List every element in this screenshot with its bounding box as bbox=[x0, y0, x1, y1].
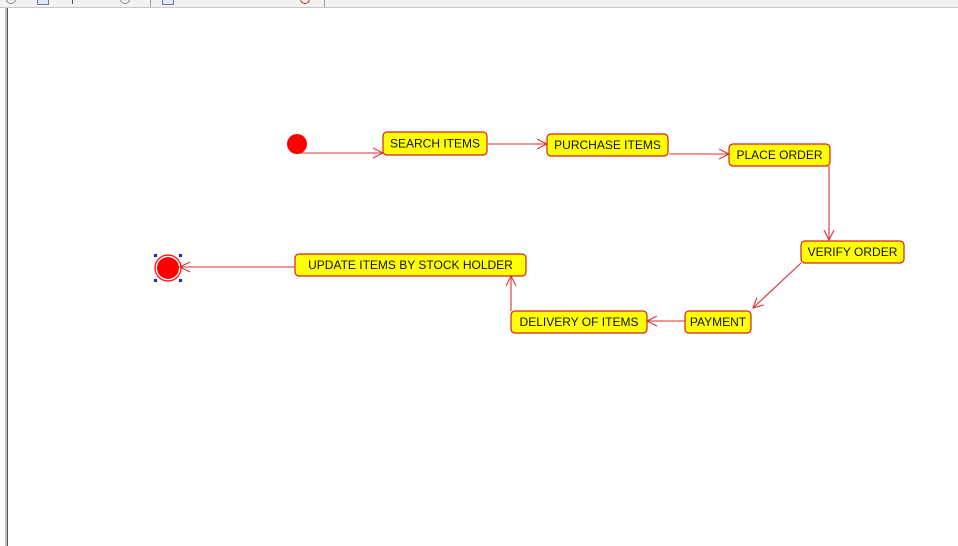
toolbar bbox=[0, 0, 958, 8]
view-tool-icon[interactable] bbox=[162, 0, 174, 5]
state-label: DELIVERY OF ITEMS bbox=[520, 315, 639, 329]
diagram-tool-icon[interactable] bbox=[37, 0, 49, 5]
state-label: PURCHASE ITEMS bbox=[554, 138, 661, 152]
toolbar-separator bbox=[150, 0, 151, 7]
state-label: PLACE ORDER bbox=[736, 148, 822, 162]
state-label: PAYMENT bbox=[690, 315, 747, 329]
canvas-left-border bbox=[0, 8, 8, 546]
state-update-items-by-stock-holder[interactable]: UPDATE ITEMS BY STOCK HOLDER bbox=[294, 253, 527, 277]
state-label: UPDATE ITEMS BY STOCK HOLDER bbox=[308, 258, 513, 272]
state-place-order[interactable]: PLACE ORDER bbox=[728, 143, 831, 167]
state-label: SEARCH ITEMS bbox=[390, 137, 480, 151]
selection-handle[interactable] bbox=[179, 279, 182, 282]
selection-handle[interactable] bbox=[154, 254, 157, 257]
toolbar-separator bbox=[324, 0, 325, 7]
state-purchase-items[interactable]: PURCHASE ITEMS bbox=[546, 133, 669, 157]
text-tool-icon[interactable] bbox=[72, 0, 78, 4]
state-label: VERIFY ORDER bbox=[808, 245, 898, 259]
final-node[interactable] bbox=[154, 254, 182, 282]
selection-handle[interactable] bbox=[154, 279, 157, 282]
state-payment[interactable]: PAYMENT bbox=[684, 310, 752, 334]
state-verify-order[interactable]: VERIFY ORDER bbox=[800, 240, 905, 264]
selection-handle[interactable] bbox=[179, 254, 182, 257]
state-delivery-of-items[interactable]: DELIVERY OF ITEMS bbox=[510, 310, 648, 334]
state-search-items[interactable]: SEARCH ITEMS bbox=[382, 131, 488, 156]
transition-verify-payment[interactable] bbox=[753, 262, 802, 308]
initial-node[interactable] bbox=[287, 134, 307, 154]
